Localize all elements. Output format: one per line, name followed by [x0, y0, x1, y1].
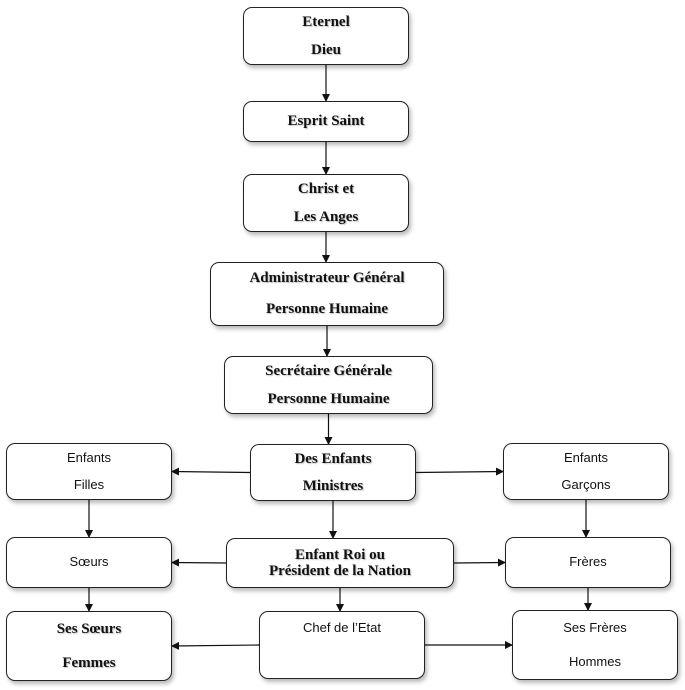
node-line: Ses Sœurs [56, 620, 122, 637]
node-line: Filles [73, 477, 105, 493]
node-line: Sœurs [69, 554, 109, 570]
node-line: Christ et [297, 180, 355, 197]
node-line: Dieu [311, 41, 341, 58]
node-esprit-saint: Esprit Saint [243, 101, 409, 142]
node-enfants-filles: Enfants Filles [6, 443, 172, 500]
node-line: Hommes [568, 653, 621, 669]
node-line: Enfants [66, 449, 112, 465]
arrow-ministres-to-enfants_garcons [415, 467, 504, 476]
node-ses-freres-hommes: Ses Frères Hommes [512, 610, 678, 680]
arrow-chef-to-ses_soeurs [171, 641, 260, 650]
node-christ-anges: Christ et Les Anges [243, 174, 409, 232]
node-line: Des Enfants [294, 450, 372, 467]
node-administrateur-general: Administrateur Général Personne Humaine [210, 262, 444, 326]
node-eternel-dieu: Eternel Dieu [243, 7, 409, 65]
node-freres: Frères [505, 537, 671, 588]
node-line: Enfants [563, 449, 609, 465]
node-secretaire-generale: Secrétaire Générale Personne Humaine [224, 356, 433, 414]
node-ses-soeurs-femmes: Ses Sœurs Femmes [6, 611, 172, 681]
node-line: Esprit Saint [287, 113, 365, 130]
arrow-roi-to-freres [453, 558, 506, 567]
node-line: Enfant Roi ou [294, 546, 386, 563]
node-enfant-roi: Enfant Roi ou Président de la Nation [226, 538, 454, 588]
node-line: Personne Humaine [267, 390, 390, 407]
node-line: Président de la Nation [268, 563, 412, 579]
node-des-enfants-ministres: Des Enfants Ministres [250, 444, 416, 501]
node-line: Ministres [302, 478, 364, 494]
arrow-roi-to-soeurs [171, 558, 227, 567]
node-line: Garçons [561, 477, 611, 493]
node-line: Ses Frères [563, 619, 627, 635]
node-line: Chef de l’Etat [302, 620, 382, 635]
node-line: Administrateur Général [249, 270, 405, 287]
node-line: Frères [569, 554, 607, 570]
node-line: Femmes [62, 654, 116, 671]
node-line: Eternel [302, 13, 350, 30]
node-line: Les Anges [293, 208, 359, 225]
node-enfants-garcons: Enfants Garçons [503, 443, 669, 500]
node-line: Secrétaire Générale [265, 362, 392, 379]
node-line: Personne Humaine [265, 301, 389, 318]
node-soeurs: Sœurs [6, 537, 172, 588]
node-chef-etat: Chef de l’Etat [259, 611, 425, 679]
arrow-ministres-to-enfants_filles [171, 467, 251, 476]
